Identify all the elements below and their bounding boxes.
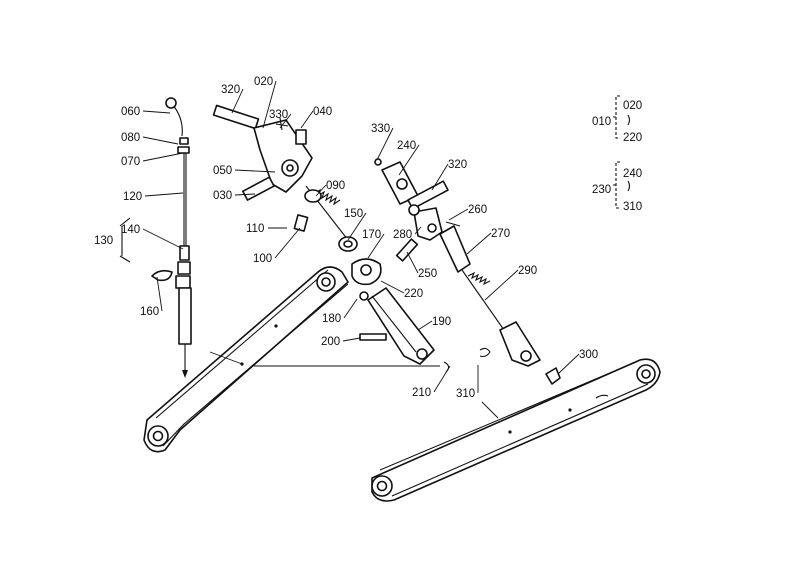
callout-label-160: 160: [140, 306, 159, 318]
leader-300: [557, 353, 580, 375]
callout-label-100: 100: [253, 253, 272, 265]
leader-260: [448, 208, 469, 221]
callout-label-210: 210: [412, 387, 431, 399]
callout-label-060: 060: [121, 106, 140, 118]
callout-label-070: 070: [121, 156, 140, 168]
callout-label-020: 020: [254, 76, 273, 88]
lower-link-right: [371, 358, 661, 502]
leader-210: [433, 365, 451, 393]
callout-label-050: 050: [213, 165, 232, 177]
leader-240: [398, 144, 420, 176]
callout-label-280: 280: [393, 229, 412, 241]
leader-320a: [231, 88, 244, 114]
leader-280: [414, 226, 422, 235]
callout-label-230: 230: [592, 184, 611, 196]
leader-100: [274, 227, 301, 259]
leader-200: [342, 337, 361, 342]
callout-label-270: 270: [491, 228, 510, 240]
leader-070: [142, 152, 184, 162]
leader-050: [234, 169, 276, 173]
leader-040: [300, 110, 314, 129]
callout-label-190: 190: [432, 316, 451, 328]
callout-label-320b: 320: [448, 159, 467, 171]
callout-label-220: 220: [404, 288, 423, 300]
leader-030: [234, 193, 256, 196]
leader-lines: [142, 80, 580, 393]
callout-label-080: 080: [121, 132, 140, 144]
callout-label-020b: 020: [623, 100, 642, 112]
leader-120: [144, 192, 184, 197]
callout-label-330a: 330: [269, 109, 288, 121]
lower-link-left: [143, 266, 440, 453]
callout-label-260: 260: [468, 204, 487, 216]
top-link-right: [374, 158, 561, 385]
leader-330a: [279, 113, 292, 129]
callout-label-180: 180: [322, 313, 341, 325]
callout-label-010: 010: [592, 116, 611, 128]
callout-label-220b: 220: [623, 132, 642, 144]
leader-220: [380, 280, 405, 294]
callout-label-310b: 310: [623, 201, 642, 213]
callout-label-240: 240: [397, 140, 416, 152]
leader-320b: [431, 163, 449, 191]
callout-label-250: 250: [418, 268, 437, 280]
leader-150: [347, 212, 367, 241]
callout-label-200: 200: [321, 336, 340, 348]
callout-label-140: 140: [121, 224, 140, 236]
leader-290: [484, 269, 519, 301]
leader-060: [142, 110, 171, 114]
callout-label-240b: 240: [623, 168, 642, 180]
leader-020: [262, 80, 277, 129]
leader-170: [367, 233, 385, 259]
leader-330b: [376, 127, 394, 161]
callout-label-130: 130: [94, 235, 113, 247]
leader-250: [406, 251, 419, 274]
leader-270: [466, 232, 492, 255]
legend-braces: [612, 95, 631, 209]
callout-label-150: 150: [344, 208, 363, 220]
callout-label-170: 170: [362, 229, 381, 241]
callout-label-310: 310: [456, 388, 475, 400]
callout-label-290: 290: [518, 265, 537, 277]
callout-label-090: 090: [326, 180, 345, 192]
leader-080: [142, 136, 179, 145]
callout-label-040: 040: [313, 106, 332, 118]
leader-140: [142, 228, 184, 250]
callout-label-300: 300: [579, 349, 598, 361]
leader-160: [156, 276, 163, 312]
callout-label-120: 120: [123, 191, 142, 203]
callout-label-320a: 320: [221, 84, 240, 96]
callout-label-030: 030: [213, 190, 232, 202]
leader-180: [343, 298, 358, 319]
leader-190: [417, 320, 433, 331]
leader-090: [315, 184, 327, 197]
callout-label-330b: 330: [371, 123, 390, 135]
callout-label-110: 110: [246, 223, 264, 235]
callout-labels: 060 080 070 120 140 130 160 320 020 330 040 050 030 0…: [94, 76, 642, 400]
